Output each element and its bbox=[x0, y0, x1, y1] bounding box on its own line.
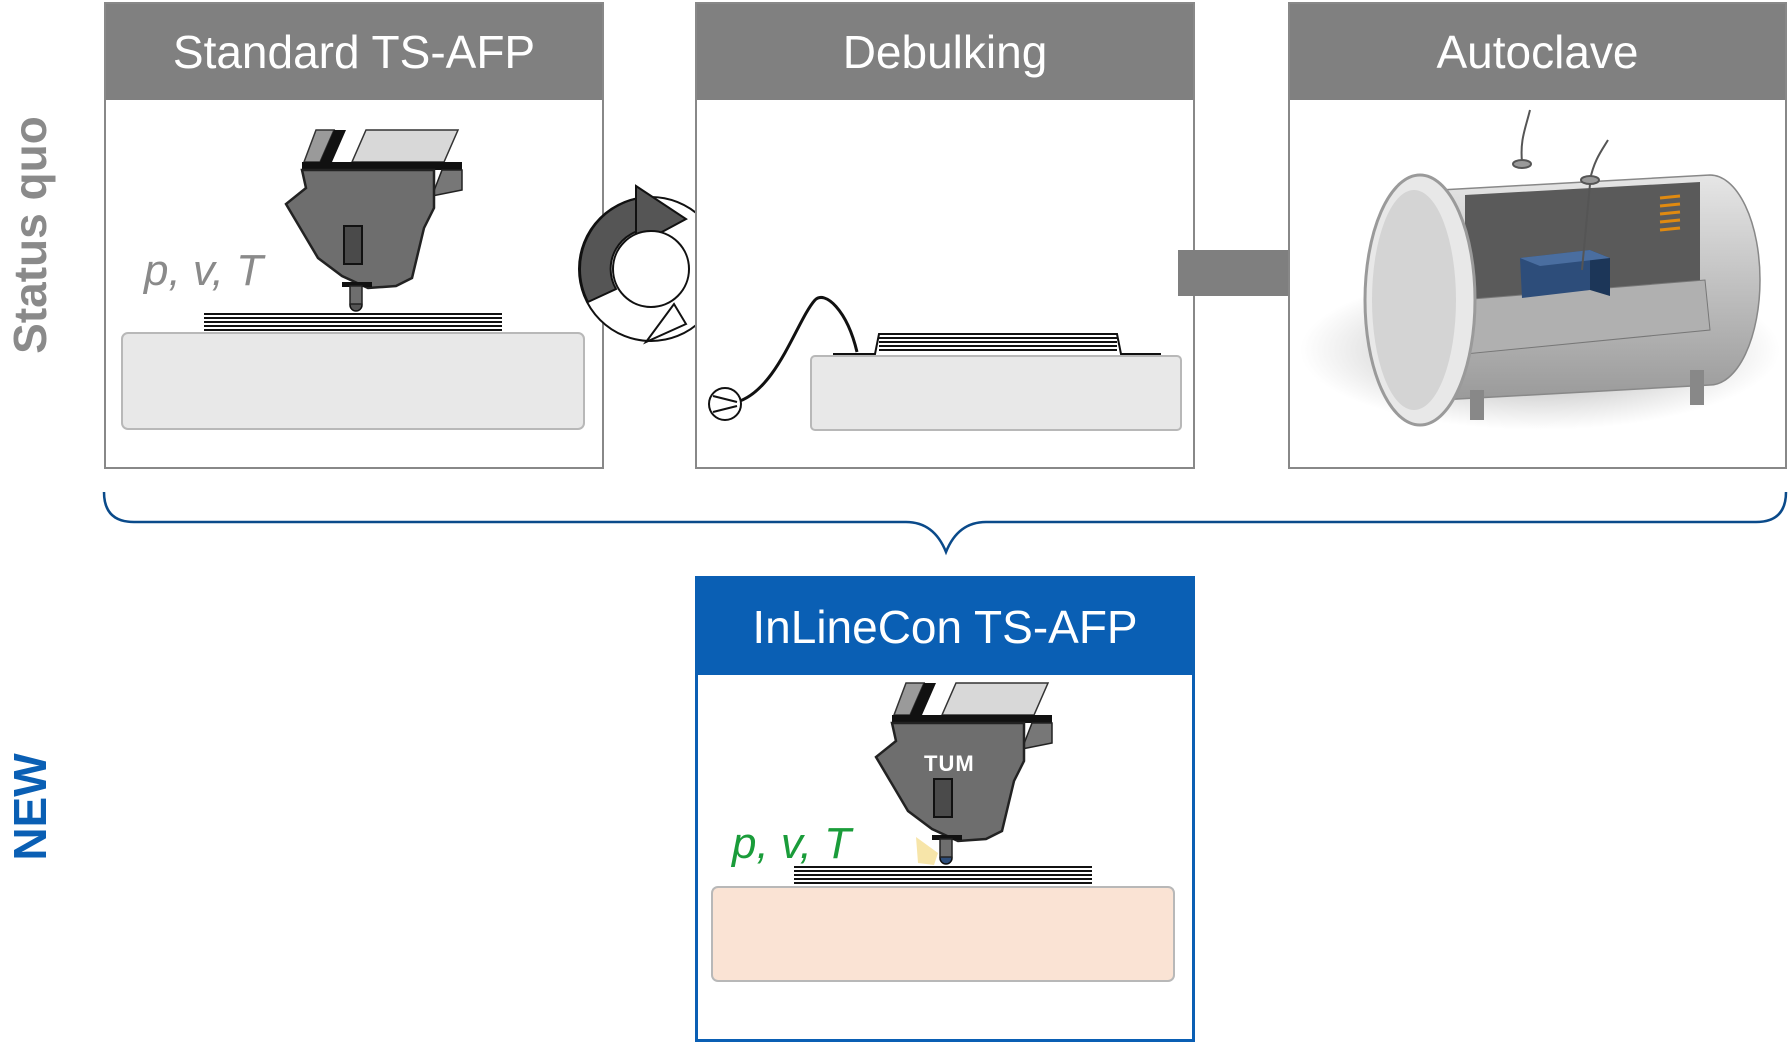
panel-debulking: Debulking bbox=[695, 2, 1195, 469]
vacuum-bag-laminate bbox=[833, 333, 1161, 355]
afp-head-inline-illustration bbox=[711, 682, 1175, 982]
panel-title-debulking: Debulking bbox=[697, 4, 1193, 100]
repeat-cycle-icon bbox=[578, 184, 724, 345]
vacuum-hose bbox=[736, 296, 859, 404]
process-params-standard: p, v, T bbox=[144, 246, 263, 295]
row-label-new: NEW bbox=[4, 753, 56, 861]
tool-base bbox=[711, 886, 1175, 982]
panel-standard-ts-afp: Standard TS-AFP p, v, T bbox=[104, 2, 604, 469]
heater-coil bbox=[1659, 194, 1681, 232]
tool-base bbox=[810, 355, 1182, 431]
afp-head-illustration bbox=[121, 129, 585, 430]
vacuum-debulking-illustration bbox=[708, 296, 1182, 431]
panel-title-autoclave: Autoclave bbox=[1290, 4, 1785, 100]
sensor-probes bbox=[1512, 109, 1609, 271]
tum-logo: TUM bbox=[924, 751, 975, 776]
process-params-inlinecon: p, v, T bbox=[732, 819, 851, 868]
laminate-stack bbox=[204, 313, 502, 331]
heat-zone bbox=[916, 837, 938, 865]
panel-inlinecon-ts-afp: InLineCon TS-AFP TUM p, v, T bbox=[695, 576, 1195, 1042]
grouping-brace bbox=[102, 491, 1788, 556]
afp-head bbox=[284, 129, 463, 312]
laminate-stack bbox=[794, 866, 1092, 884]
row-label-status-quo: Status quo bbox=[4, 116, 56, 354]
panel-title-inlinecon: InLineCon TS-AFP bbox=[698, 579, 1192, 675]
panel-title-standard: Standard TS-AFP bbox=[106, 4, 602, 100]
autoclave-illustration bbox=[1300, 109, 1780, 430]
afp-head bbox=[874, 682, 1053, 865]
panel-autoclave: Autoclave bbox=[1288, 2, 1787, 469]
vacuum-pump-icon bbox=[708, 387, 742, 421]
tool-base bbox=[121, 332, 585, 430]
